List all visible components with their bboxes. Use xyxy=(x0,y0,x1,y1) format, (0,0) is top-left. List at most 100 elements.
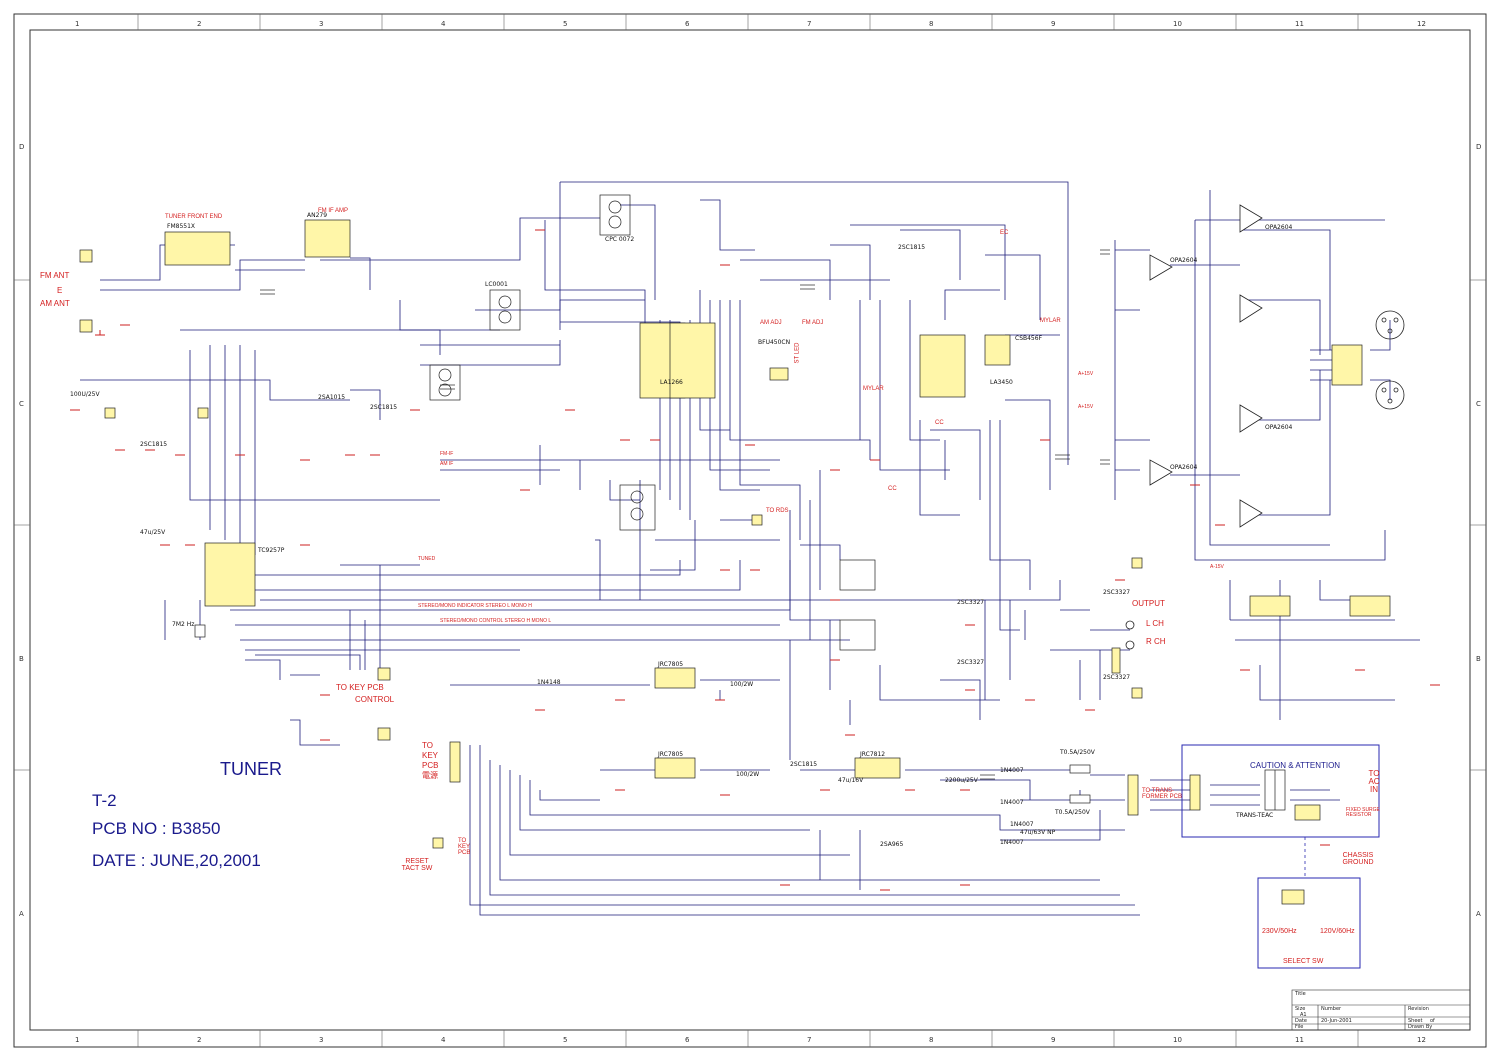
tb-title: Title xyxy=(1295,991,1306,997)
am-adj-label: AM ADJ xyxy=(760,320,782,326)
mylar-label: MYLAR xyxy=(1040,318,1061,324)
to-key-pcb-2: TO KEY PCB xyxy=(458,838,471,856)
to-key-pcb-label: TO KEY PCB xyxy=(336,683,384,692)
ic-blocks xyxy=(79,219,1391,905)
q21-part: 2SA965 xyxy=(880,841,904,848)
opamps xyxy=(1149,204,1263,528)
am-if-label: AM IF xyxy=(440,461,454,467)
p5-conn xyxy=(104,407,116,419)
col-label: 4 xyxy=(441,1036,446,1044)
col-label: 1 xyxy=(75,1036,80,1044)
c1-part: 100U/25V xyxy=(70,391,100,398)
con1 xyxy=(1294,804,1321,821)
stereo-control-label: STEREO/MONO CONTROL STEREO H MONO L xyxy=(440,618,552,624)
passive-components xyxy=(194,249,1110,804)
st-led-label: ST LED xyxy=(794,342,801,364)
xlr-connectors xyxy=(1125,310,1405,650)
tuner-front-end-label: TUNER FRONT END xyxy=(165,214,223,220)
key-label: KEY xyxy=(422,751,439,760)
tb-number: Number xyxy=(1321,1006,1342,1012)
opa3-part: OPA2604 xyxy=(1265,224,1293,231)
col-label: 2 xyxy=(197,1036,202,1044)
x1-part: 7M2 Hz xyxy=(172,621,195,628)
q4-part: 2SC1815 xyxy=(370,404,398,411)
cc-label-2: CC xyxy=(888,486,897,492)
row-label: A xyxy=(1476,910,1481,918)
a15-label: A+15V xyxy=(1078,371,1094,377)
d1-part: 1N4148 xyxy=(537,679,561,686)
am-ant-label: AM ANT xyxy=(40,299,70,308)
row-label: C xyxy=(1476,400,1481,408)
q13-part: 2SC3327 xyxy=(957,659,985,666)
tb-sheet: Sheet xyxy=(1408,1018,1423,1024)
col-label: 2 xyxy=(197,20,202,28)
control-label: CONTROL xyxy=(355,695,395,704)
row-label: D xyxy=(1476,143,1482,151)
outer-border xyxy=(13,13,1487,1048)
j8-conn xyxy=(432,837,444,849)
d10-part: 1N4007 xyxy=(1000,799,1024,806)
u8-reg xyxy=(1249,595,1291,617)
u7-reg xyxy=(854,757,901,779)
col-label: 7 xyxy=(807,1036,812,1044)
q1-part: 2SC1815 xyxy=(140,441,168,448)
c95-part: 2200u/25V xyxy=(945,777,978,784)
mylar-label-2: MYLAR xyxy=(863,386,884,392)
opa4-part: OPA2604 xyxy=(1265,424,1293,431)
pcb-label: PCB xyxy=(422,761,439,770)
tb-date: Date xyxy=(1295,1018,1307,1024)
col-label: 3 xyxy=(319,20,324,28)
ic1-part: LA1266 xyxy=(660,379,683,386)
row-label: B xyxy=(19,655,24,663)
tb-drawn: Drawn By xyxy=(1408,1024,1433,1030)
tb-sheet-value: of xyxy=(1430,1018,1435,1024)
col-label: 4 xyxy=(441,20,446,28)
date-label: DATE : JUNE,20,2001 xyxy=(92,851,261,870)
u5-reg xyxy=(654,757,696,779)
select-sw-label: SELECT SW xyxy=(1283,958,1324,965)
u9-reg xyxy=(1349,595,1391,617)
c46-part: 47u/25V xyxy=(140,529,166,536)
wiring xyxy=(80,181,1420,916)
p3-conn xyxy=(1131,557,1143,569)
tp1 xyxy=(769,367,789,381)
output-label: OUTPUT xyxy=(1132,599,1165,608)
to-label: TO xyxy=(422,741,433,750)
col-label: 9 xyxy=(1051,20,1056,28)
q12-part: 2SC3327 xyxy=(957,599,985,606)
tb-file: File xyxy=(1295,1024,1304,1030)
transformers xyxy=(429,194,1286,811)
r42-part: 100/2W xyxy=(736,771,760,778)
to-transformer-label: TO TRANS-FORMER PCB xyxy=(1142,788,1183,800)
power-kanji-label: 電源 xyxy=(422,771,438,780)
j13 xyxy=(1331,344,1363,386)
a15-label-2: A+15V xyxy=(1078,404,1094,410)
v120-label: 120V/60Hz xyxy=(1320,928,1355,935)
fm-adj-label: FM ADJ xyxy=(802,320,824,326)
v230-label: 230V/50Hz xyxy=(1262,928,1297,935)
caution-box xyxy=(1181,744,1380,838)
z4-part: BFU450CN xyxy=(758,339,791,346)
p4-conn xyxy=(1131,687,1143,699)
c91-part: 47u/16V xyxy=(838,777,864,784)
z5-part: CSB456F xyxy=(1015,335,1043,342)
tuned-label: TUNED xyxy=(418,556,436,562)
reset-tact-label: RESET TACT SW xyxy=(401,858,433,872)
j10-conn xyxy=(751,514,763,526)
u4-part: TC9257P xyxy=(258,547,285,554)
f1-part: T0.5A/250V xyxy=(1060,749,1095,756)
row-label: B xyxy=(1476,655,1481,663)
q17-part: 2SC3327 xyxy=(1103,674,1131,681)
model-label: T-2 xyxy=(92,791,117,810)
u6-reg xyxy=(654,667,696,689)
tuner-title: TUNER xyxy=(220,759,282,779)
col-label: 11 xyxy=(1295,20,1304,28)
col-label: 5 xyxy=(563,1036,568,1044)
s1-ic xyxy=(304,219,351,258)
q14-part: 2SC3327 xyxy=(1103,589,1131,596)
select-switch-box xyxy=(1257,877,1361,969)
s1-part: AN279 xyxy=(307,212,328,219)
stereo-indicator-label: STEREO/MONO INDICATOR STEREO L MONO H xyxy=(418,603,532,609)
u7-part: JRC7812 xyxy=(860,751,886,758)
row-label: C xyxy=(19,400,24,408)
